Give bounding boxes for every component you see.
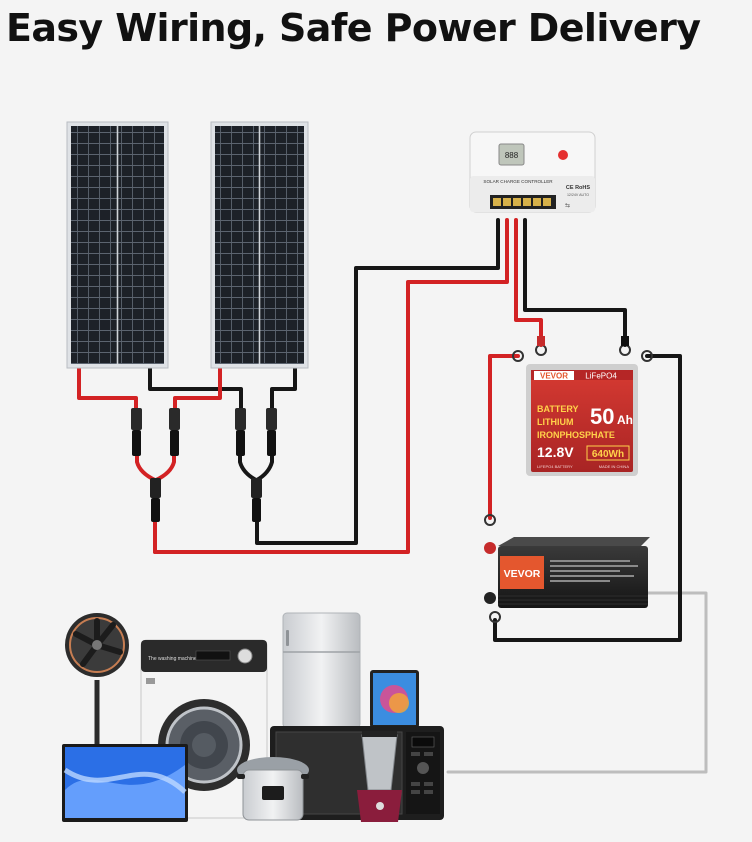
controller-lcd-digits: 888 [505,151,519,160]
battery-brand-tag [534,371,574,380]
solar-panel-2 [210,121,309,369]
battery-brand: VEVOR [540,372,568,381]
controller-battery-negative-wire [523,218,627,347]
controller-pv-negative-wire [256,218,500,545]
power-inverter: VEVOR [484,514,650,623]
battery-footer-left: LIFEPO4 BATTERY [537,464,573,469]
controller-sub: 12/24V AUTO [567,193,589,197]
battery-negative-terminal-icon [641,350,653,362]
battery-inverter-negative-wire [493,354,682,642]
panel2-negative-lead [270,366,297,412]
charge-controller: 888 SOLAR CHARGE CONTROLLER CE RoHS 12/2… [469,131,596,213]
inverter-brand-panel [500,556,544,589]
battery-voltage: 12.8V [537,444,574,460]
inverter-negative-terminal-icon [484,592,496,604]
mc4-connector-icon [235,408,246,456]
controller-lcd [498,143,525,166]
blender-icon [357,731,402,822]
solar-panel-1 [66,121,169,369]
controller-indicator-led [558,150,568,160]
battery-footer-right: MADE IN CHINA [599,464,630,469]
controller-pv-positive-wire [153,218,509,554]
battery-chemistry: LiFePO4 [585,372,617,381]
ac-output-wire [446,591,708,774]
washer-label: The washing machine [148,656,197,662]
controller-label: SOLAR CHARGE CONTROLLER [483,179,553,184]
battery-line2: LITHIUM [537,417,574,427]
battery-positive-terminal-icon [512,350,524,362]
mc4-connector-icon [266,408,277,456]
fan-icon [65,613,129,750]
mc4-connector-icon [131,408,142,456]
y-branch-icon [150,478,161,522]
battery-capacity-unit: Ah [617,413,633,427]
battery-inverter-positive-wire [488,354,520,520]
red-y-branch [135,453,176,482]
mc4-connector-icon [169,408,180,456]
tablet-icon [370,670,419,728]
battery-line3: IRONPHOSPHATE [537,430,615,440]
panel1-negative-lead [148,366,243,412]
monitor-icon [62,744,188,822]
controller-battery-positive-wire [514,218,543,347]
y-branch-icon [251,478,262,522]
battery-terminals [512,336,653,362]
panel1-positive-lead [77,366,138,412]
usb-port-icon: ⇆ [565,202,570,209]
panel2-positive-lead [173,366,222,412]
rice-cooker-icon [237,757,309,821]
page-title: Easy Wiring, Safe Power Delivery [6,6,701,50]
black-y-branch [238,453,274,482]
battery-energy: 640Wh [592,449,624,460]
battery-line1: BATTERY [537,404,579,414]
inverter-positive-terminal-icon [484,542,496,554]
lifepo4-battery: VEVOR LiFePO4 BATTERY LITHIUM IRONPHOSPH… [526,364,638,476]
refrigerator-icon [282,612,361,729]
inverter-brand: VEVOR [504,568,541,580]
controller-cert: CE RoHS [566,185,590,191]
battery-capacity-number: 50 [590,404,614,429]
mc4-connectors [131,408,277,522]
wires [77,218,708,774]
